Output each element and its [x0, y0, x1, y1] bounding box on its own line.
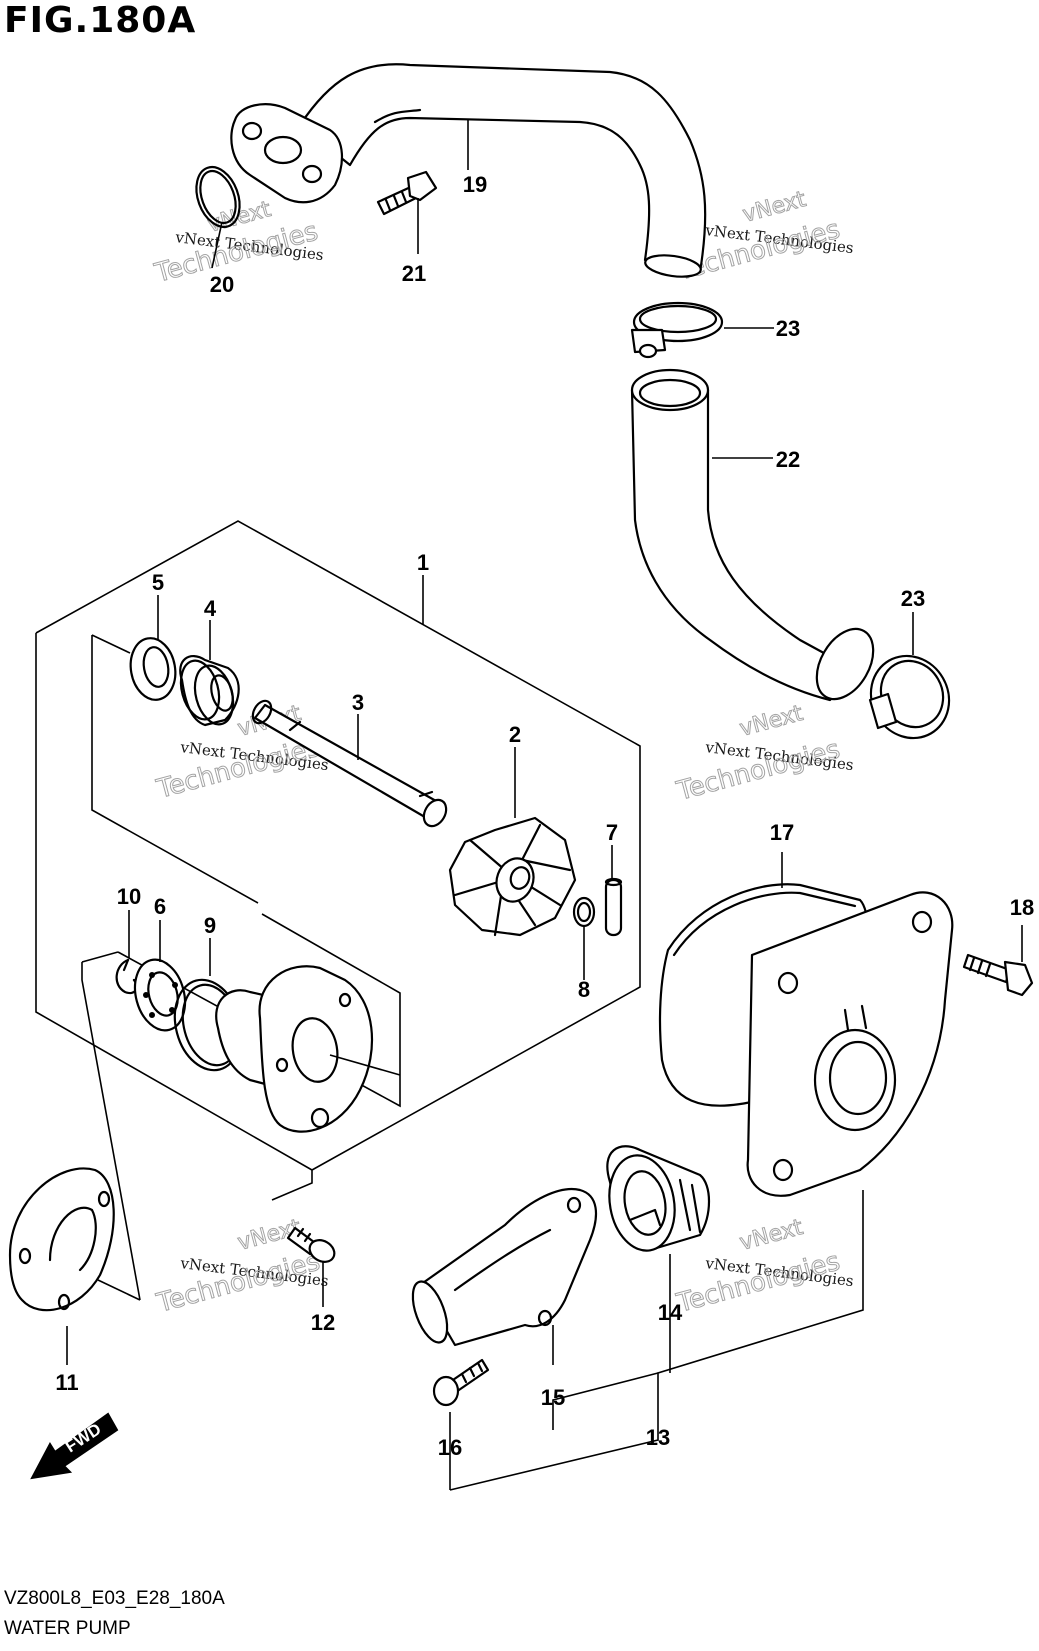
- callout-22: 22: [776, 447, 800, 472]
- part-16-screw: [432, 1358, 490, 1407]
- part-1-assembly-box: [35, 520, 641, 1301]
- callout-3: 3: [352, 690, 364, 715]
- part-11-gasket: [8, 1167, 141, 1312]
- water-pump-body: [215, 965, 401, 1133]
- part-6-bearing: [133, 958, 187, 1032]
- callout-15: 15: [541, 1385, 565, 1410]
- callout-16: 16: [438, 1435, 462, 1460]
- part-14-thermostat: [606, 1145, 710, 1252]
- part-3-shaft: [251, 699, 448, 828]
- callout-labels: 19 21 20 23 22 23 1 5 4 3 2 7 8 10 6 9 1…: [55, 172, 1034, 1460]
- watermark-mid-left: vNext vNext Technologies Technologies: [153, 700, 330, 805]
- part-20-o-ring: [195, 165, 241, 229]
- watermark-top-left: vNext vNext Technologies Technologies: [151, 196, 325, 289]
- leader-lines: [66, 120, 1023, 1491]
- part-5-oil-seal: [129, 637, 177, 701]
- part-19-pipe: [230, 63, 707, 278]
- callout-14: 14: [658, 1300, 683, 1325]
- part-8-washer: [572, 896, 596, 928]
- part-23-hose-clamp-upper: [630, 301, 724, 359]
- callout-12: 12: [311, 1310, 335, 1335]
- svg-text:vNext: vNext: [737, 701, 806, 742]
- callout-19: 19: [463, 172, 487, 197]
- diagram-code: VZ800L8_E03_E28_180A: [4, 1588, 225, 1609]
- part-15-thermostat-cover: [411, 1187, 597, 1347]
- svg-text:vNext: vNext: [740, 187, 809, 228]
- callout-10: 10: [117, 884, 141, 909]
- figure-title: FIG.180A: [4, 0, 197, 41]
- watermark-mid-right: vNext vNext Technologies Technologies: [673, 700, 855, 807]
- callout-9: 9: [204, 913, 216, 938]
- part-2-impeller: [448, 816, 577, 937]
- callout-11: 11: [55, 1370, 78, 1395]
- diagram-name: WATER PUMP: [4, 1618, 131, 1639]
- water-pump-cover: [746, 891, 954, 1197]
- callout-6: 6: [154, 894, 166, 919]
- part-7-pin: [604, 877, 623, 937]
- callout-7: 7: [606, 820, 618, 845]
- callout-17: 17: [770, 820, 794, 845]
- part-4-mechanical-seal: [179, 655, 240, 727]
- callout-18: 18: [1010, 895, 1034, 920]
- callout-13: 13: [646, 1425, 670, 1450]
- callout-4: 4: [204, 596, 217, 621]
- callout-23-lower: 23: [901, 586, 925, 611]
- callout-8: 8: [578, 977, 590, 1002]
- part-22-hose: [630, 368, 875, 702]
- fwd-arrow-icon: FWD: [30, 1412, 119, 1480]
- callout-20: 20: [210, 272, 234, 297]
- part-21-bolt: [376, 170, 438, 216]
- part-18-bolt: [962, 953, 1034, 997]
- callout-23-upper: 23: [776, 316, 800, 341]
- svg-text:vNext: vNext: [737, 1215, 806, 1256]
- callout-5: 5: [152, 570, 164, 595]
- callout-1: 1: [417, 550, 429, 575]
- callout-21: 21: [402, 261, 426, 286]
- part-23-hose-clamp-lower: [868, 654, 951, 740]
- part-12-screw: [286, 1226, 336, 1263]
- callout-2: 2: [509, 722, 521, 747]
